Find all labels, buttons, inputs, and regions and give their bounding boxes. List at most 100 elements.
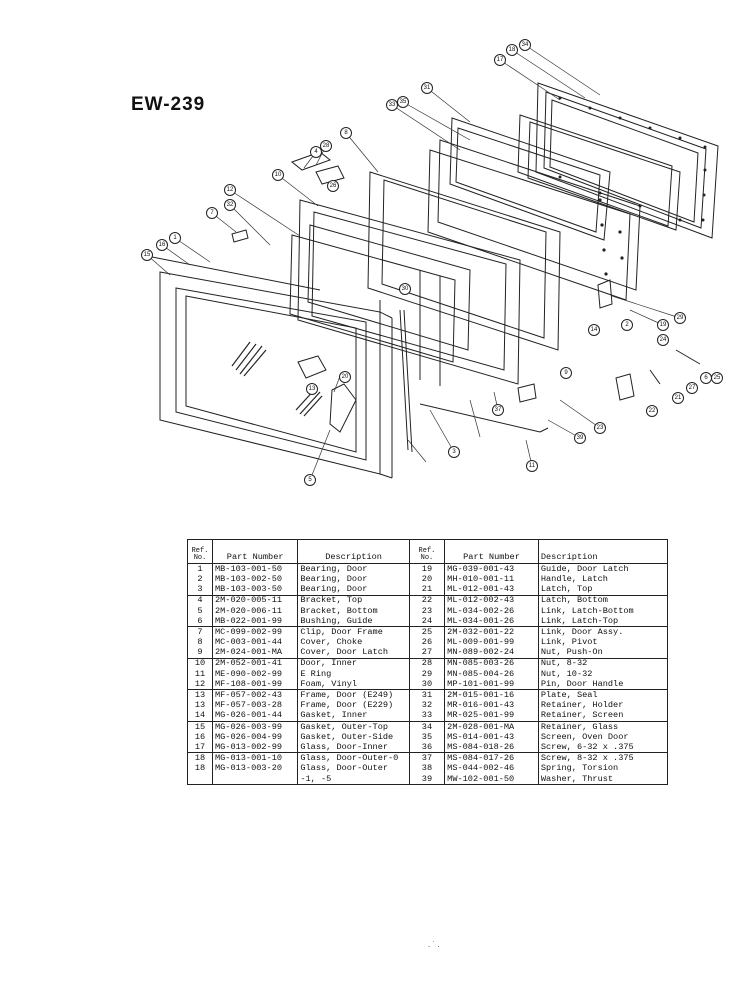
callout-28: 28	[320, 140, 332, 152]
part-number-cell: MR-016-001-43	[444, 700, 539, 711]
callout-11: 11	[526, 460, 538, 472]
part-number-cell: MR-025-001-99	[444, 710, 539, 722]
description-cell: Retainer, Screen	[537, 710, 669, 722]
callout-18: 18	[506, 44, 518, 56]
svg-text:10: 10	[275, 172, 282, 178]
ref-cell: 8	[187, 637, 213, 648]
svg-text:33: 33	[389, 102, 396, 108]
glass-reflection-hatch	[231, 341, 323, 417]
svg-text:28: 28	[323, 143, 330, 149]
ref-cell: 14	[187, 710, 213, 722]
svg-text:16: 16	[159, 242, 166, 248]
part-number-cell: MB-103-002-50	[211, 574, 299, 585]
description-header: Description	[537, 539, 669, 564]
ref-cell: 32	[408, 700, 446, 711]
callout-16: 16	[156, 239, 168, 251]
ref-cell: 9	[187, 647, 213, 659]
callout-17: 17	[494, 54, 506, 66]
part-number-cell: MG-026-004-99	[211, 732, 299, 743]
description-cell: Bracket, Top	[297, 594, 410, 606]
svg-text:25: 25	[714, 375, 721, 381]
ref-cell: 29	[408, 668, 446, 680]
ref-cell: 22	[408, 594, 446, 606]
description-cell: Nut, Push-On	[537, 647, 669, 659]
callout-12: 12	[224, 184, 236, 196]
callout-22: 22	[646, 405, 658, 417]
callout-37: 37	[492, 404, 504, 416]
part-number-cell: MG-026-001-44	[211, 710, 299, 722]
ref-cell: 30	[408, 679, 446, 690]
svg-text:30: 30	[402, 286, 409, 292]
part-number-cell: MF-108-001-99	[211, 679, 299, 690]
part-number-cell: ME-090-002-99	[211, 668, 299, 680]
ref-cell: 19	[408, 563, 446, 575]
latch-hardware	[419, 279, 701, 433]
description-cell: Glass, Door-Outer	[297, 763, 410, 774]
svg-text:8: 8	[344, 130, 348, 136]
ref-cell: 27	[408, 647, 446, 659]
description-cell: Latch, Top	[537, 584, 669, 596]
svg-text:19: 19	[660, 322, 667, 328]
ref-cell: 18	[187, 763, 213, 774]
table-header-row: Ref. No. Part Number Description Ref. No…	[187, 539, 669, 564]
svg-text:2: 2	[625, 322, 629, 328]
ref-header: Ref. No.	[187, 539, 213, 564]
description-cell: Guide, Door Latch	[537, 563, 669, 575]
description-cell: Foam, Vinyl	[297, 679, 410, 690]
part-number-cell: MG-013-002-99	[211, 742, 299, 753]
svg-text:37: 37	[495, 407, 502, 413]
description-cell: Clip, Door Frame	[297, 626, 410, 638]
part-number-cell: MB-103-001-50	[211, 563, 299, 575]
ref-header: Ref. No.	[408, 539, 446, 564]
svg-text:34: 34	[522, 42, 529, 48]
part-number-cell	[211, 773, 299, 785]
part-number-cell: MH-010-001-11	[444, 574, 539, 585]
description-cell: Gasket, Inner	[297, 710, 410, 722]
ref-cell: 2	[187, 574, 213, 585]
svg-text:39: 39	[577, 435, 584, 441]
outer-door-frame	[159, 271, 393, 479]
description-cell: Screw, 6-32 x .375	[537, 742, 669, 753]
description-cell: Retainer, Glass	[537, 720, 669, 732]
top-brackets	[231, 151, 345, 243]
ref-cell: 37	[408, 752, 446, 764]
ref-cell: 24	[408, 615, 446, 627]
callout-31: 31	[421, 82, 433, 94]
svg-text:6: 6	[704, 375, 708, 381]
part-number-cell: MF-057-003-28	[211, 700, 299, 711]
part-number-cell: ML-034-001-26	[444, 615, 539, 627]
ref-cell: 17	[187, 742, 213, 753]
callout-32: 32	[224, 199, 236, 211]
description-cell: Glass, Door-Inner	[297, 742, 410, 753]
svg-text:26: 26	[330, 183, 337, 189]
part-number-cell: 2M-015-001-16	[444, 689, 539, 701]
part-number-cell: ML-012-002-43	[444, 594, 539, 606]
description-cell: Nut, 10-32	[537, 668, 669, 680]
part-number-cell: MF-057-002-43	[211, 689, 299, 701]
inner-door-frame	[289, 171, 561, 420]
part-number-cell: 2M-028-001-MA	[444, 720, 539, 732]
ref-cell: 7	[187, 626, 213, 638]
ref-cell	[187, 773, 213, 785]
part-number-cell: 2M-020-005-11	[211, 594, 299, 606]
svg-text:7: 7	[210, 210, 214, 216]
part-number-cell: MN-089-002-24	[444, 647, 539, 659]
part-number-cell: 2M-024-001-MA	[211, 647, 299, 659]
svg-text:23: 23	[597, 425, 604, 431]
callout-13: 13	[306, 383, 318, 395]
screen-panels	[427, 114, 681, 301]
callout-25: 25	[711, 372, 723, 384]
callout-19: 19	[657, 319, 669, 331]
door-gaskets	[141, 254, 413, 453]
parts-list-table: Ref. No. Part Number Description Ref. No…	[187, 539, 669, 785]
description-cell: Frame, Door (E229)	[297, 700, 410, 711]
page-marks: . ˙ .	[428, 940, 440, 949]
ref-cell: 35	[408, 732, 446, 743]
